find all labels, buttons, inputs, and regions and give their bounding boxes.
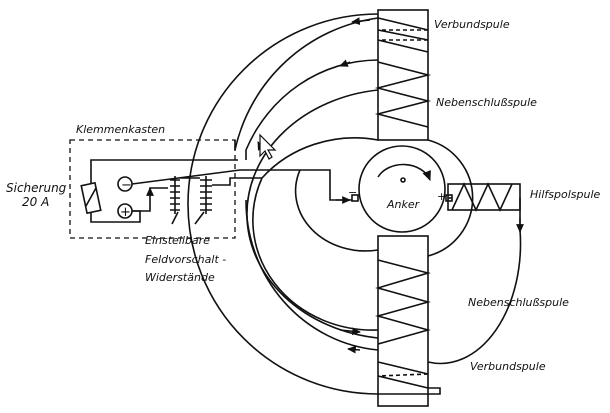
wire-fuse-top	[90, 159, 238, 184]
wire-compound-top-inner	[245, 59, 379, 160]
wire-shunt-return	[427, 139, 474, 257]
wire-minus-out	[131, 169, 352, 201]
bottom-compound-coil	[377, 361, 429, 389]
fuse-element	[85, 187, 97, 207]
label-widerstaende: Widerstände	[145, 271, 215, 284]
wire-bottom-outer	[245, 199, 379, 351]
label-nebenschluss-bottom: Nebenschlußspule	[468, 296, 569, 309]
mouse-cursor-icon	[259, 133, 277, 160]
terminal-box	[69, 139, 236, 239]
label-feldvorschalt: Feldvorschalt -	[145, 253, 226, 266]
wire-plus-resistor	[132, 187, 168, 212]
wire-interpole-out	[427, 198, 522, 365]
resistor-pointer-lines	[171, 211, 205, 225]
wire-resistor-out	[212, 177, 262, 186]
wire-shunt-mid	[261, 137, 379, 179]
label-einstellbare: Einstellbare	[145, 234, 210, 247]
arrow-top-inner	[339, 59, 351, 67]
arrow-top-outer	[351, 17, 371, 26]
interpole-core	[447, 183, 521, 211]
label-verbundspule-top: Verbundspule	[434, 18, 510, 31]
terminal-plus-symbol: +	[120, 205, 131, 220]
armature-center	[400, 177, 406, 183]
fuse-body	[80, 181, 102, 215]
armature	[358, 145, 446, 233]
wire-armature-loop	[294, 169, 379, 252]
top-compound-coil	[377, 17, 429, 53]
label-hilfspolspule: Hilfspolspule	[530, 188, 600, 201]
label-anker: Anker	[386, 198, 421, 211]
stator-yoke-inner	[246, 89, 379, 339]
field-resistor-1	[170, 176, 180, 214]
bottom-pole	[377, 235, 429, 407]
bottom-shunt-coil	[375, 259, 431, 345]
label-nebenschluss-top: Nebenschlußspule	[436, 96, 537, 109]
wire-shunt-lower	[252, 177, 379, 331]
armature-plus-mark: +	[437, 190, 446, 203]
armature-minus-mark: −	[348, 186, 357, 199]
label-klemmenkasten: Klemmenkasten	[76, 123, 165, 136]
label-sicherung: Sicherung	[6, 181, 67, 195]
armature-rotation-arrow	[377, 163, 431, 182]
wire-compound-top-outer	[234, 17, 379, 151]
interpole-coil	[451, 182, 513, 212]
wire-compound-bottom	[378, 387, 441, 395]
terminal-minus-symbol: −	[121, 178, 132, 193]
label-verbundspule-bottom: Verbundspule	[470, 360, 546, 373]
arrow-bottom-2	[347, 345, 361, 354]
top-compound-coil-back	[378, 29, 428, 41]
label-sicherung-rating: 20 A	[22, 195, 49, 209]
arrow-bottom-1	[339, 327, 361, 336]
wire-fuse-bottom	[90, 210, 141, 223]
bottom-compound-coil-back	[377, 373, 429, 377]
top-shunt-coil	[374, 61, 432, 128]
stator-yoke-outer	[187, 13, 379, 395]
armature-brush-left	[351, 194, 359, 202]
field-resistor-2	[200, 176, 212, 214]
